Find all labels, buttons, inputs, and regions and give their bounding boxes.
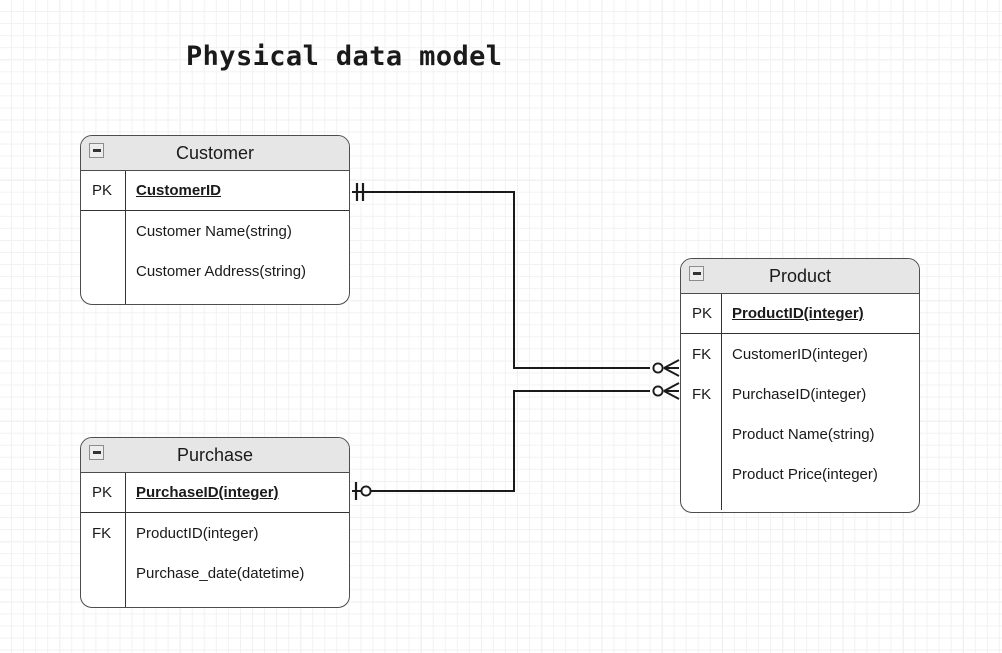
row-name: CustomerID — [136, 182, 222, 199]
page-title: Physical data model — [186, 41, 503, 72]
relationship-purchase-product[interactable] — [352, 382, 680, 500]
entity-bottom-padding — [81, 291, 349, 304]
row-name: ProductID(integer) — [732, 305, 864, 322]
row-name: Product Name(string) — [732, 425, 875, 443]
entity-customer[interactable]: Customer PK CustomerID Customer Name(str… — [80, 135, 350, 305]
row-key: FK — [92, 524, 112, 542]
entity-body-customer: PK CustomerID Customer Name(string) Cust… — [81, 171, 349, 304]
entity-title: Product — [768, 266, 832, 286]
entity-title: Customer — [175, 143, 255, 163]
table-row[interactable]: Product Price(integer) — [681, 454, 919, 494]
row-name: ProductID(integer) — [136, 524, 259, 542]
entity-header-purchase[interactable]: Purchase — [81, 438, 349, 473]
collapse-minus-icon[interactable] — [89, 445, 104, 460]
entity-product[interactable]: Product PK ProductID(integer) FK Custome… — [680, 258, 920, 513]
entity-bottom-padding — [681, 494, 919, 510]
entity-header-product[interactable]: Product — [681, 259, 919, 294]
collapse-minus-icon[interactable] — [689, 266, 704, 281]
table-row[interactable]: PK PurchaseID(integer) — [81, 473, 349, 513]
collapse-minus-icon[interactable] — [89, 143, 104, 158]
table-row[interactable]: FK ProductID(integer) — [81, 513, 349, 553]
key-column-divider — [125, 171, 126, 304]
row-key: FK — [692, 385, 712, 403]
key-column-divider — [721, 294, 722, 510]
row-name: PurchaseID(integer) — [732, 385, 867, 403]
table-row[interactable]: FK CustomerID(integer) — [681, 334, 919, 374]
entity-body-product: PK ProductID(integer) FK CustomerID(inte… — [681, 294, 919, 510]
entity-bottom-padding — [81, 593, 349, 607]
entity-body-purchase: PK PurchaseID(integer) FK ProductID(inte… — [81, 473, 349, 607]
table-row[interactable]: PK ProductID(integer) — [681, 294, 919, 334]
row-name: Product Price(integer) — [732, 465, 878, 483]
row-key: PK — [92, 484, 113, 501]
key-column-divider — [125, 473, 126, 607]
row-key: FK — [692, 345, 712, 363]
table-row[interactable]: Product Name(string) — [681, 414, 919, 454]
row-key: PK — [692, 305, 713, 322]
row-name: Customer Address(string) — [136, 262, 307, 280]
row-name: Customer Name(string) — [136, 222, 292, 240]
table-row[interactable]: Customer Name(string) — [81, 211, 349, 251]
table-row[interactable]: PK CustomerID — [81, 171, 349, 211]
entity-title: Purchase — [176, 445, 254, 465]
table-row[interactable]: FK PurchaseID(integer) — [681, 374, 919, 414]
table-row[interactable]: Purchase_date(datetime) — [81, 553, 349, 593]
entity-purchase[interactable]: Purchase PK PurchaseID(integer) FK Produ… — [80, 437, 350, 608]
row-name: Purchase_date(datetime) — [136, 564, 305, 582]
table-row[interactable]: Customer Address(string) — [81, 251, 349, 291]
row-key: PK — [92, 182, 113, 199]
row-name: PurchaseID(integer) — [136, 484, 279, 501]
row-name: CustomerID(integer) — [732, 345, 868, 363]
entity-header-customer[interactable]: Customer — [81, 136, 349, 171]
relationship-customer-product[interactable] — [352, 183, 680, 377]
